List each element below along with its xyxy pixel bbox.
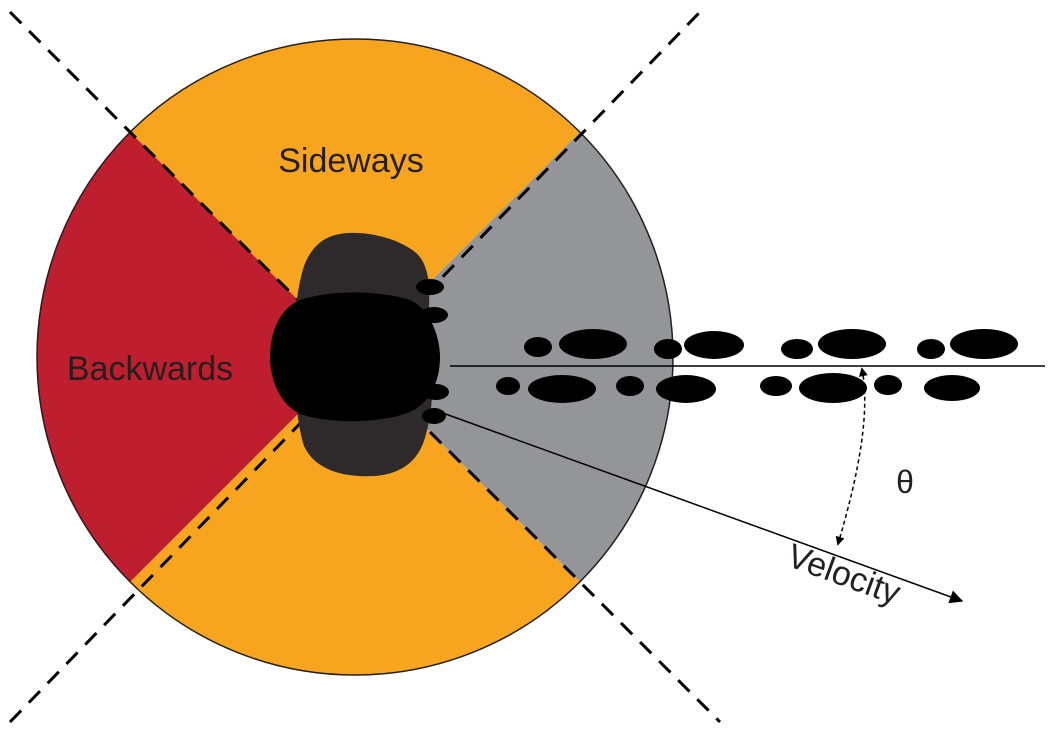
- footprint: [781, 339, 813, 359]
- label-velocity: Velocity: [782, 537, 905, 613]
- footprint: [559, 329, 627, 359]
- theta-angle-arc: [835, 367, 868, 546]
- footprint: [799, 373, 867, 403]
- footprint: [524, 337, 552, 357]
- footprint: [760, 376, 792, 396]
- dashed-boundary-line-a: [8, 10, 722, 724]
- footprint: [616, 376, 644, 396]
- footprint: [874, 375, 902, 395]
- footprint: [924, 375, 980, 401]
- footprint: [950, 329, 1018, 359]
- footprints-trail: [496, 329, 1018, 403]
- footprint: [496, 377, 520, 395]
- footprint: [528, 375, 596, 403]
- label-sideways: Sideways: [278, 142, 424, 180]
- label-backwards: Backwards: [67, 350, 233, 388]
- footprint: [656, 375, 716, 403]
- velocity-arrow: [439, 411, 964, 604]
- animal-claw: [416, 279, 444, 295]
- footprint: [818, 329, 886, 359]
- animal-claw: [420, 307, 448, 323]
- animal-body: [270, 292, 440, 422]
- animal-claw: [423, 384, 449, 400]
- label-theta: θ: [896, 464, 914, 500]
- footprint: [917, 339, 945, 359]
- animal-claw: [422, 408, 446, 424]
- footprint: [684, 331, 744, 359]
- footprint: [654, 339, 682, 359]
- animal-shape: [270, 232, 449, 477]
